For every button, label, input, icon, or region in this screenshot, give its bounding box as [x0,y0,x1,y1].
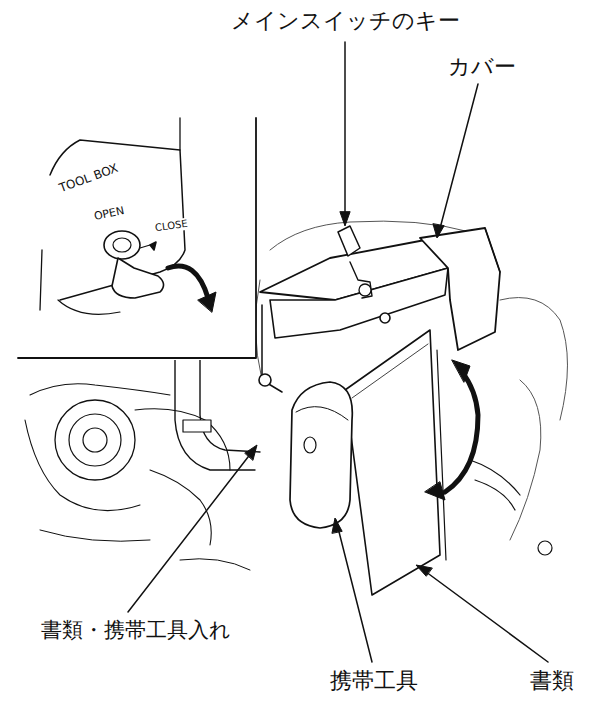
panel-marking: TOOL BOX [57,162,122,197]
panel-marking: CLOSE [153,218,189,234]
part-label: カバー [448,54,516,79]
part-label: 携帯工具 [330,668,418,693]
panel-marking: OPEN [92,205,126,224]
part-label: 書類・携帯工具入れ [41,618,231,642]
part-label: メインスイッチのキー [231,8,460,33]
part-label: 書類 [530,668,574,693]
